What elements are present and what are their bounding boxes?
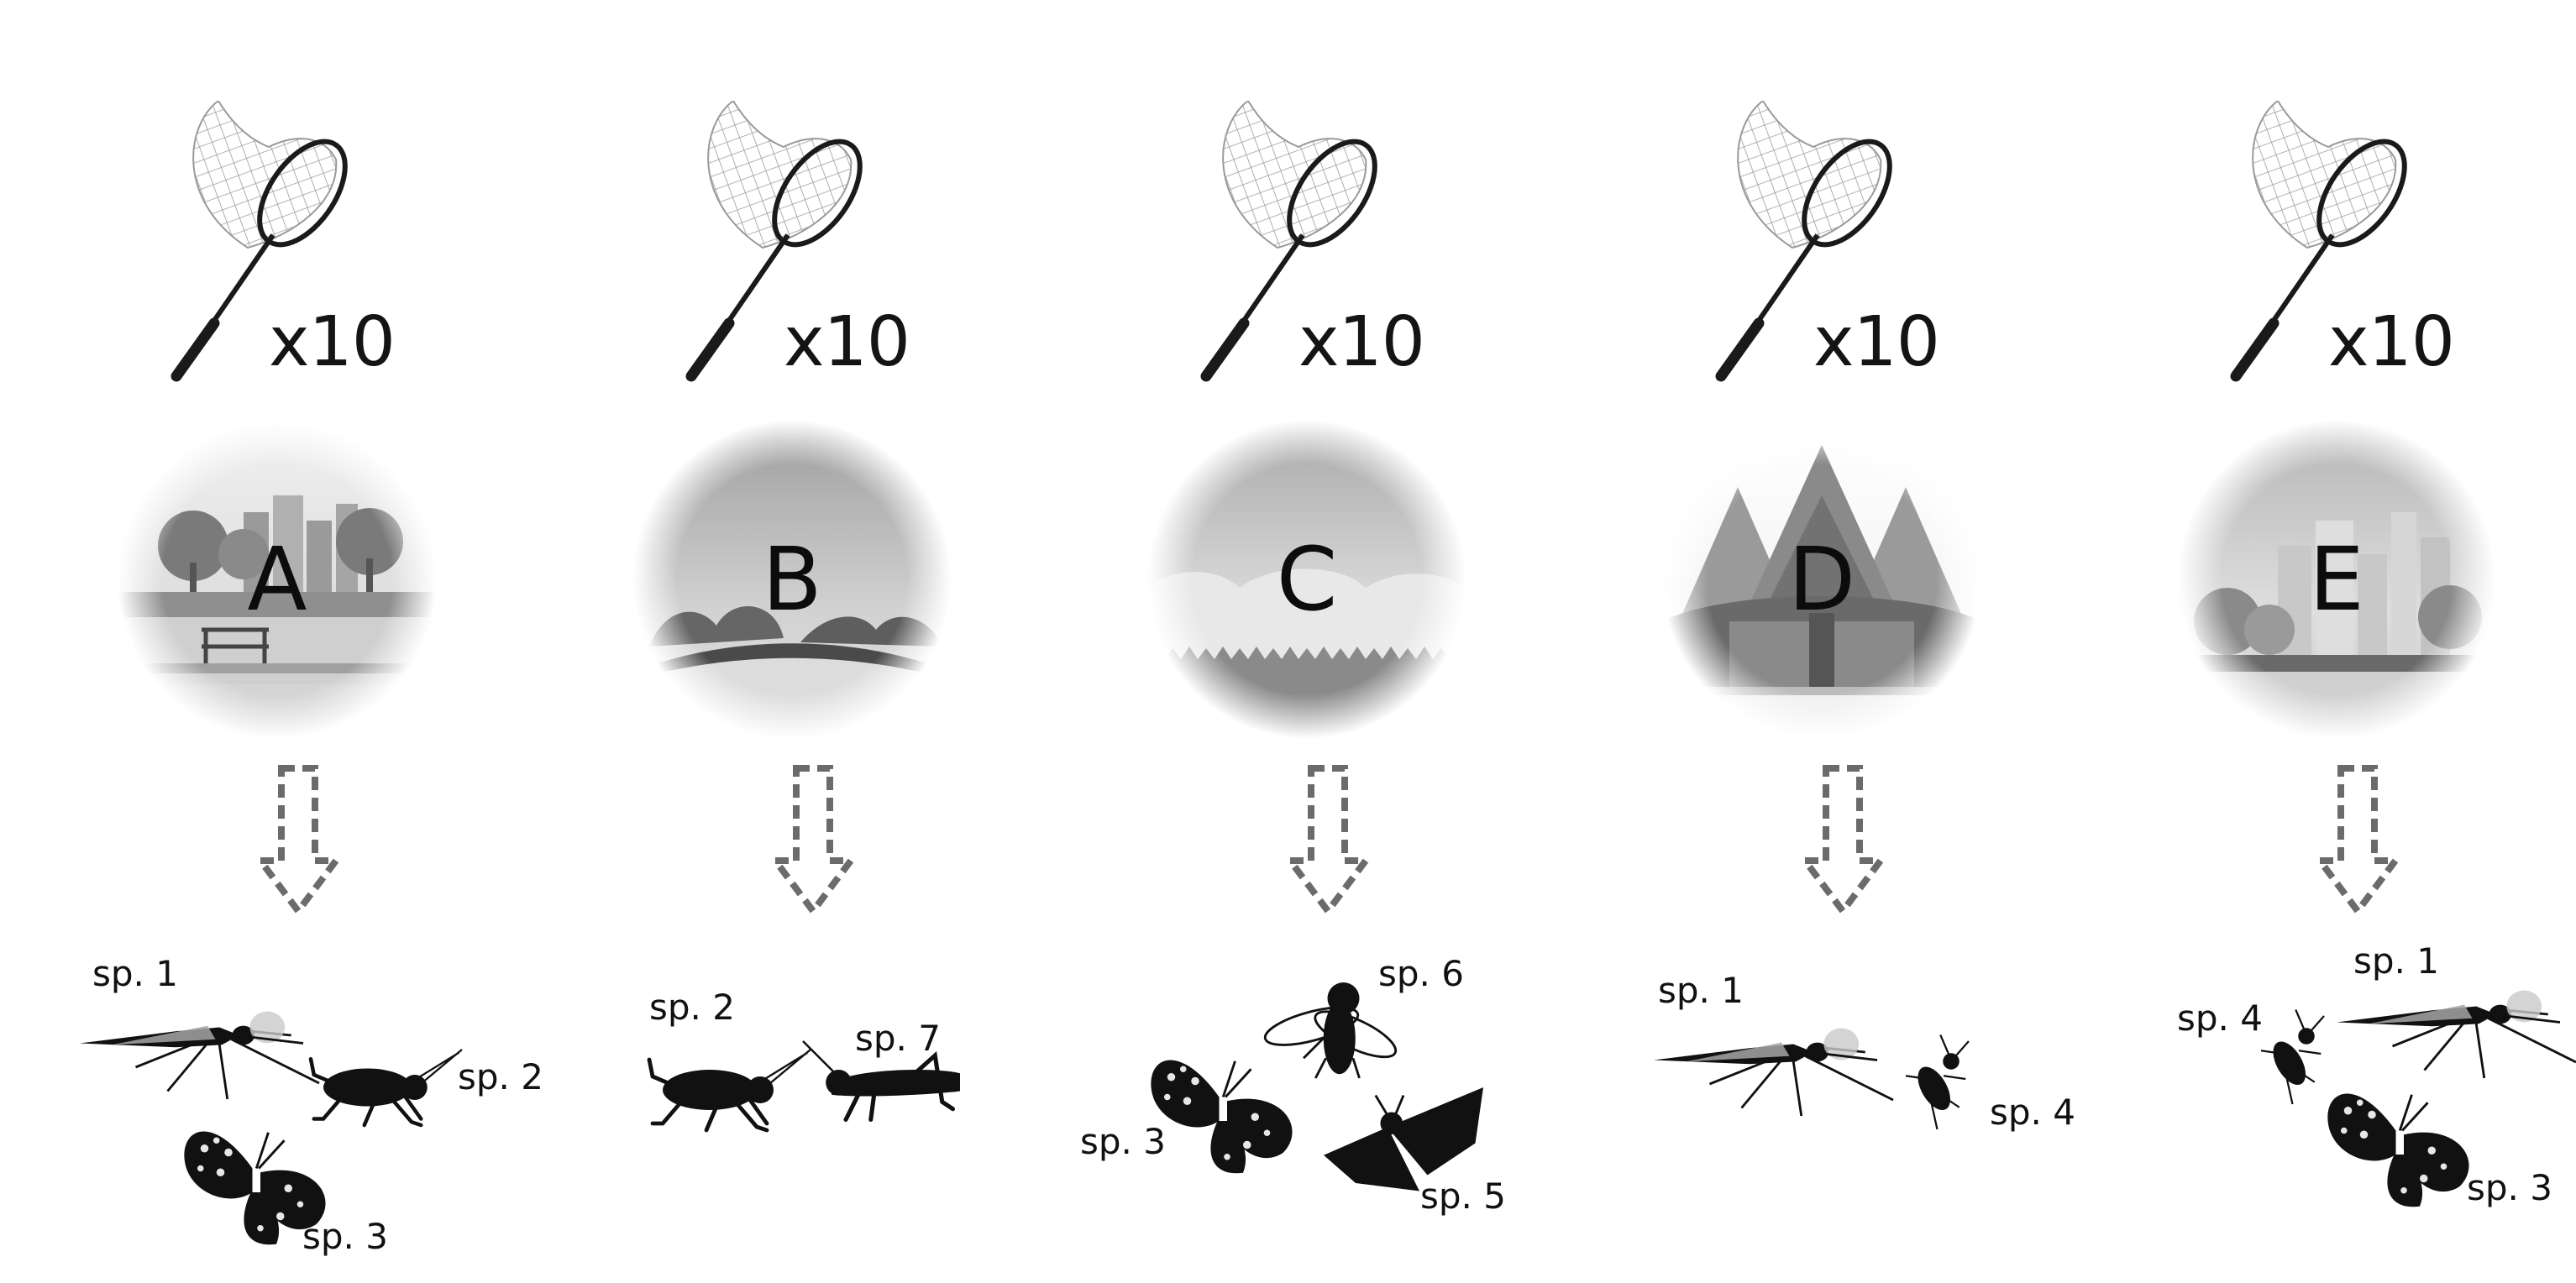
butterfly-icon [1149, 1059, 1293, 1175]
site-column-a: x10 A [0, 0, 543, 1283]
species-label: sp. 3 [302, 1216, 388, 1257]
species-group [1149, 981, 1485, 1192]
species-label: sp. 2 [458, 1056, 543, 1097]
species-label: sp. 3 [1080, 1121, 1166, 1162]
butterfly-icon [2326, 1092, 2470, 1208]
habitat-scene-urban-park [118, 420, 437, 739]
bug-icon [2259, 1008, 2326, 1106]
dashed-down-arrow-icon [2311, 760, 2404, 919]
habitat-scene-forest [1662, 420, 1981, 739]
species-label: sp. 1 [1658, 970, 1744, 1011]
habitat-scene-city-edge [2177, 420, 2496, 739]
species-label: sp. 7 [855, 1018, 941, 1059]
habitat-scene-meadow [632, 420, 952, 739]
sample-count: x10 [1813, 302, 1940, 382]
mosquito-icon [2335, 989, 2576, 1080]
site-label: C [1276, 528, 1338, 631]
species-group [1652, 1027, 1970, 1131]
sample-count: x10 [1298, 302, 1425, 382]
site-column-b: x10 B sp. 2 sp. 7 [515, 0, 1030, 1283]
dashed-down-arrow-icon [252, 760, 344, 919]
cricket-icon [311, 1050, 462, 1125]
cricket-icon [649, 1050, 811, 1130]
site-label: A [247, 528, 307, 631]
site-label: E [2309, 528, 2364, 631]
site-label: B [762, 528, 822, 631]
bug-icon [1904, 1034, 1970, 1131]
species-label: sp. 5 [1420, 1176, 1506, 1217]
species-label: sp. 6 [1378, 953, 1464, 994]
sample-count: x10 [2328, 302, 2455, 382]
species-group [515, 924, 1030, 1276]
sample-count: x10 [269, 302, 396, 382]
habitat-scene-grassland [1147, 420, 1466, 739]
species-group [2259, 989, 2576, 1208]
species-label: sp. 4 [1990, 1092, 2075, 1133]
species-label: sp. 3 [2467, 1167, 2552, 1208]
site-column-e: x10 E sp. 1 sp. 4 sp. 3 [2059, 0, 2576, 1283]
species-group [78, 1010, 515, 1246]
site-label: D [1787, 528, 1856, 631]
dashed-down-arrow-icon [1797, 760, 1889, 919]
fly-icon [1260, 981, 1403, 1080]
site-column-c: x10 C sp. 6 sp. 3 sp. 5 [1030, 0, 1545, 1283]
species-label: sp. 4 [2177, 998, 2263, 1039]
mosquito-icon [78, 1010, 321, 1101]
species-label: sp. 2 [649, 987, 735, 1028]
dashed-down-arrow-icon [767, 760, 859, 919]
dashed-down-arrow-icon [1282, 760, 1374, 919]
mosquito-icon [1652, 1027, 1895, 1118]
species-label: sp. 1 [92, 953, 178, 994]
site-column-d: x10 D sp. 1 sp. 4 [1545, 0, 2075, 1283]
species-label: sp. 1 [2353, 940, 2439, 982]
sample-count: x10 [784, 302, 910, 382]
